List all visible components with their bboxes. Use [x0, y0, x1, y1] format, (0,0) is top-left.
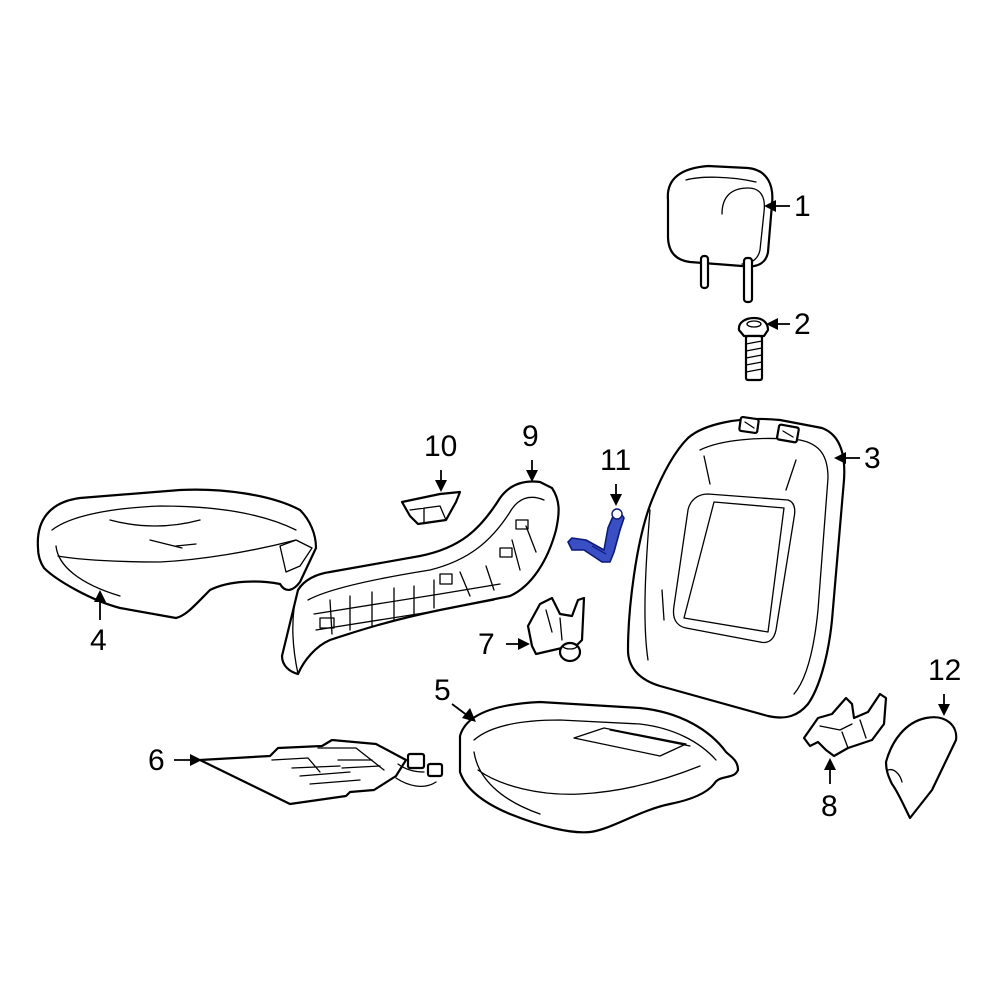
leaders — [94, 200, 950, 784]
callout-12: 12 — [928, 654, 961, 687]
callout-11: 11 — [600, 444, 631, 477]
seat-cushion-pad[interactable] — [458, 700, 740, 834]
headrest-guide[interactable] — [737, 316, 770, 382]
callout-8: 8 — [821, 790, 838, 823]
callout-4: 4 — [90, 624, 107, 657]
callout-2: 2 — [794, 308, 811, 341]
callout-1: 1 — [794, 190, 811, 223]
callout-6: 6 — [148, 744, 165, 777]
callout-3: 3 — [864, 442, 881, 475]
seat-heater-mat[interactable] — [198, 738, 444, 806]
side-bracket[interactable] — [526, 596, 586, 663]
seat-back[interactable] — [626, 415, 846, 719]
seat-cushion-cover[interactable] — [36, 488, 318, 620]
callout-5: 5 — [434, 674, 451, 707]
headrest[interactable] — [666, 164, 774, 304]
side-trim-panel[interactable] — [280, 480, 560, 676]
callout-labels: 1 2 3 4 5 6 7 8 9 10 11 12 — [90, 190, 961, 823]
seat-back-cover[interactable] — [884, 716, 958, 820]
callout-7: 7 — [478, 628, 495, 661]
callout-9: 9 — [522, 420, 539, 453]
hinge-bracket[interactable] — [802, 692, 888, 758]
highlighted-cable[interactable] — [567, 508, 625, 563]
trim-clip[interactable] — [400, 490, 462, 526]
callout-10: 10 — [424, 430, 457, 463]
